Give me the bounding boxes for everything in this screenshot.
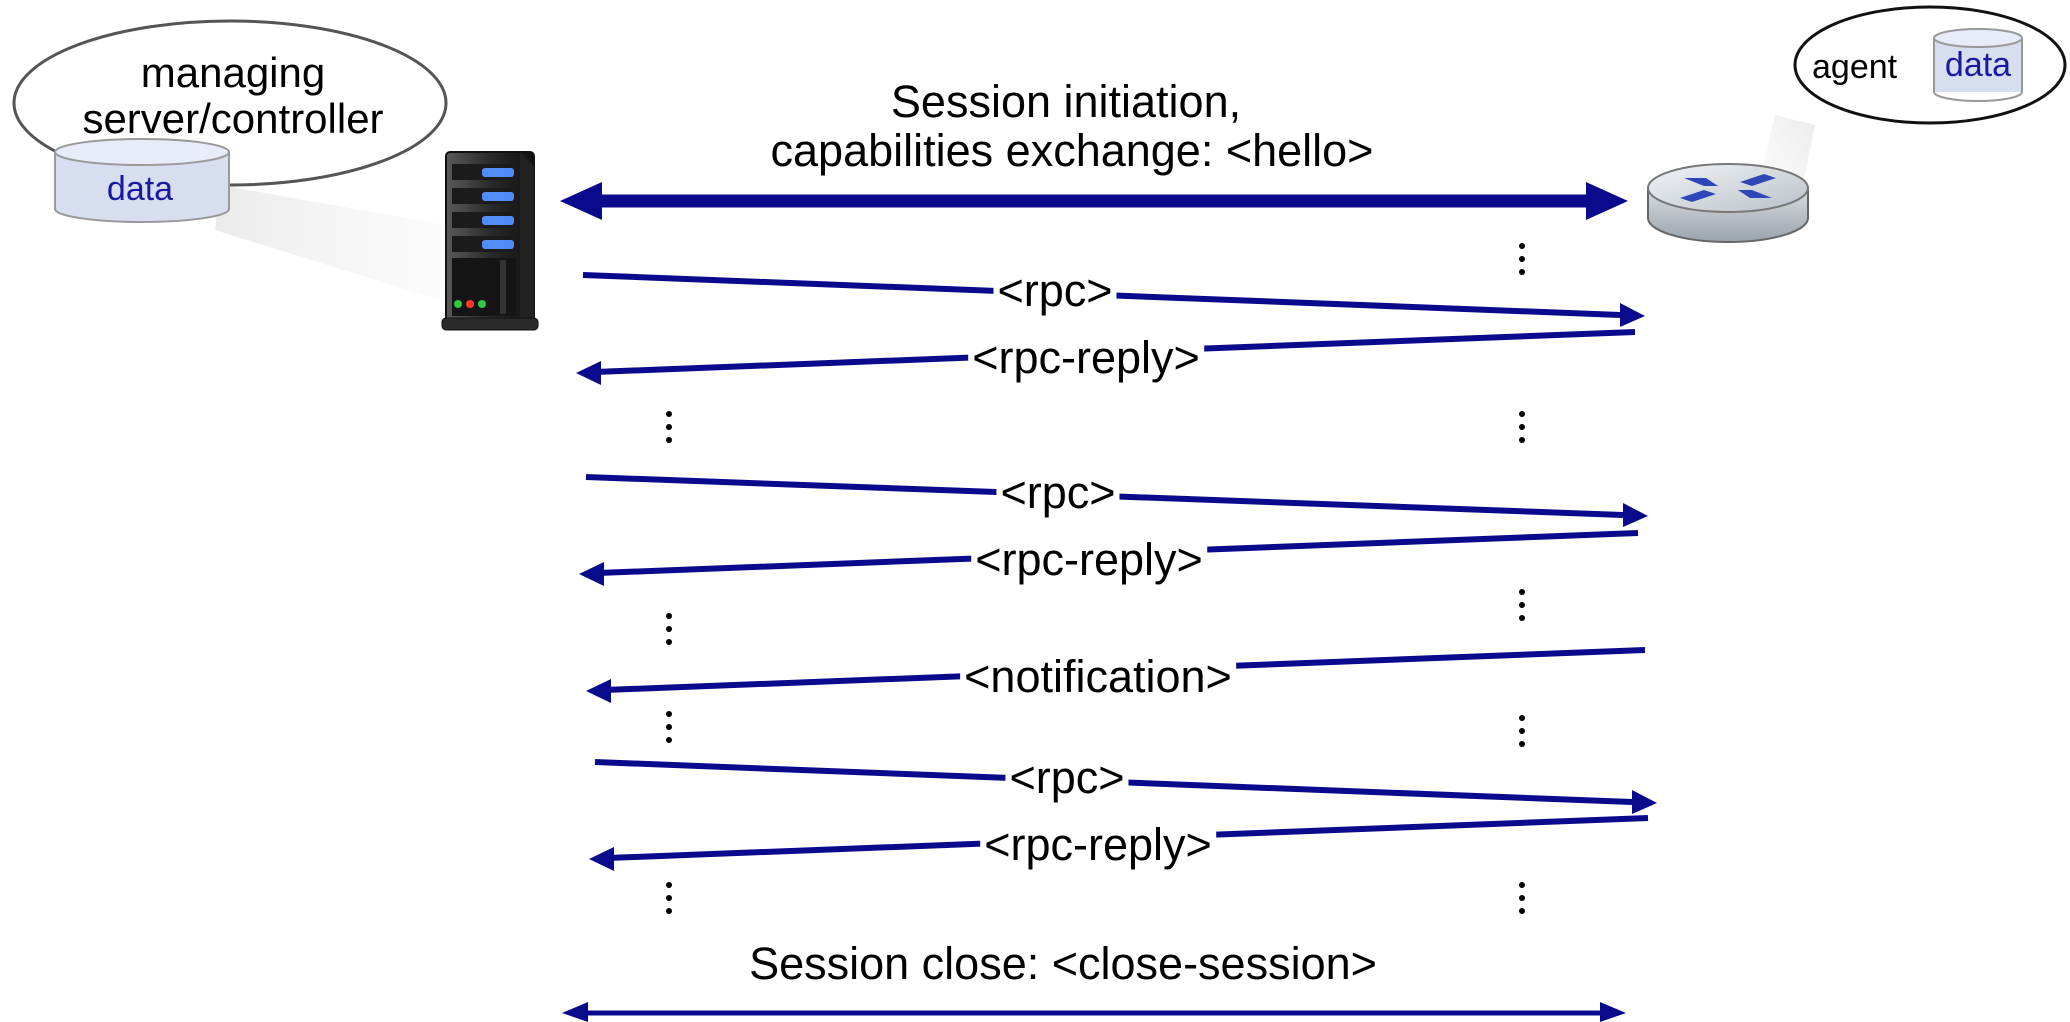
manager-data-label: data xyxy=(106,170,174,208)
server-icon xyxy=(441,151,539,331)
manager-data-cylinder xyxy=(54,138,230,223)
manager-label-line1: managing xyxy=(140,49,326,96)
agent-data-label: data xyxy=(1944,46,2012,84)
manager-beam xyxy=(215,185,450,300)
ellipsis-manager-1 xyxy=(666,411,672,443)
manager-title: managing server/controller xyxy=(82,49,384,143)
session-init-line1: Session initiation, xyxy=(890,76,1242,127)
agent-label: agent xyxy=(1812,48,1898,86)
agent-data-cylinder xyxy=(1933,28,2023,102)
ellipsis-agent-2 xyxy=(1519,411,1525,443)
hello-arrow xyxy=(560,182,1628,220)
message-label-rpc-2: <rpc> xyxy=(996,470,1120,515)
manager-label-line2: server/controller xyxy=(82,95,384,143)
rpc-reply-arrowhead-2 xyxy=(579,562,604,586)
message-label-notification: <notification> xyxy=(960,654,1236,699)
ellipsis-agent-1 xyxy=(1519,243,1525,275)
rpc-arrowhead-2 xyxy=(1623,503,1648,527)
rpc-arrowhead-1 xyxy=(1620,303,1645,327)
message-label-rpc-3: <rpc> xyxy=(1005,755,1129,800)
session-init-line2: capabilities exchange: <hello> xyxy=(770,125,1374,176)
rpc-arrowhead-3 xyxy=(1632,790,1657,814)
message-label-rpc-reply-3: <rpc-reply> xyxy=(980,822,1216,867)
ellipsis-agent-5 xyxy=(1519,882,1525,914)
ellipsis-agent-3 xyxy=(1519,589,1525,621)
close-session-arrow xyxy=(562,1002,1626,1022)
message-label-rpc-reply-2: <rpc-reply> xyxy=(971,537,1207,582)
rpc-reply-arrowhead-1 xyxy=(576,361,601,385)
message-label-rpc-1: <rpc> xyxy=(993,268,1117,313)
rpc-reply-arrowhead-3 xyxy=(589,847,614,871)
router-icon xyxy=(1647,163,1809,243)
session-close-label: Session close: <close-session> xyxy=(749,938,1377,989)
ellipsis-manager-4 xyxy=(666,882,672,914)
ellipsis-manager-3 xyxy=(666,711,672,743)
ellipsis-agent-4 xyxy=(1519,715,1525,747)
message-label-rpc-reply-1: <rpc-reply> xyxy=(968,335,1204,380)
notification-arrowhead xyxy=(586,679,611,703)
ellipsis-manager-2 xyxy=(666,613,672,645)
